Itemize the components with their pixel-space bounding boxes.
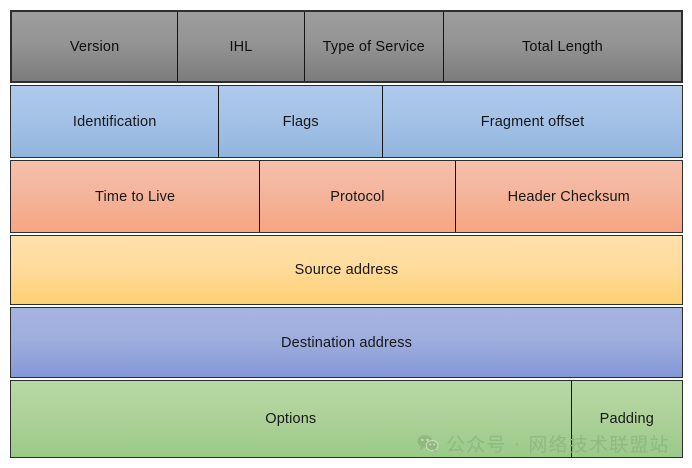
field-label: Options [265, 411, 317, 427]
field-label: Header Checksum [507, 188, 630, 205]
field-cell-time-to-live: Time to Live [11, 161, 259, 232]
field-cell-source-address: Source address [11, 236, 682, 304]
field-cell-fragment-offset: Fragment offset [382, 86, 682, 157]
field-cell-flags: Flags [218, 86, 382, 157]
field-cell-total-length: Total Length [442, 12, 681, 81]
field-cell-destination-address: Destination address [11, 308, 682, 377]
header-row-identification: Identification Flags Fragment offset [10, 85, 683, 158]
header-row-version: Version IHL Type of Service Total Length [10, 10, 683, 83]
header-row-time-to-live: Time to Live Protocol Header Checksum [10, 160, 683, 233]
field-label: Padding [599, 411, 654, 427]
field-cell-options: Options [11, 381, 571, 457]
field-cell-identification: Identification [11, 86, 218, 157]
field-cell-protocol: Protocol [259, 161, 454, 232]
field-label: Time to Live [95, 188, 176, 205]
field-cell-header-checksum: Header Checksum [454, 161, 682, 232]
ipv4-header-diagram: Version IHL Type of Service Total Length… [10, 10, 683, 458]
field-label: Source address [294, 262, 399, 278]
field-label: Protocol [330, 188, 385, 205]
field-label: Version [69, 38, 120, 55]
field-label: Total Length [521, 38, 603, 55]
field-cell-padding: Padding [570, 381, 682, 457]
field-label: Type of Service [322, 38, 425, 55]
field-cell-type-of-service: Type of Service [303, 12, 443, 81]
header-row-options: Options Padding [10, 380, 683, 458]
header-row-source-address: Source address [10, 235, 683, 305]
field-label: Fragment offset [480, 113, 585, 130]
field-label: Identification [72, 113, 157, 130]
field-cell-ihl: IHL [177, 12, 303, 81]
field-cell-version: Version [12, 12, 177, 81]
field-label: Flags [282, 113, 319, 130]
header-row-destination-address: Destination address [10, 307, 683, 378]
field-label: IHL [229, 38, 253, 55]
field-label: Destination address [280, 334, 412, 351]
